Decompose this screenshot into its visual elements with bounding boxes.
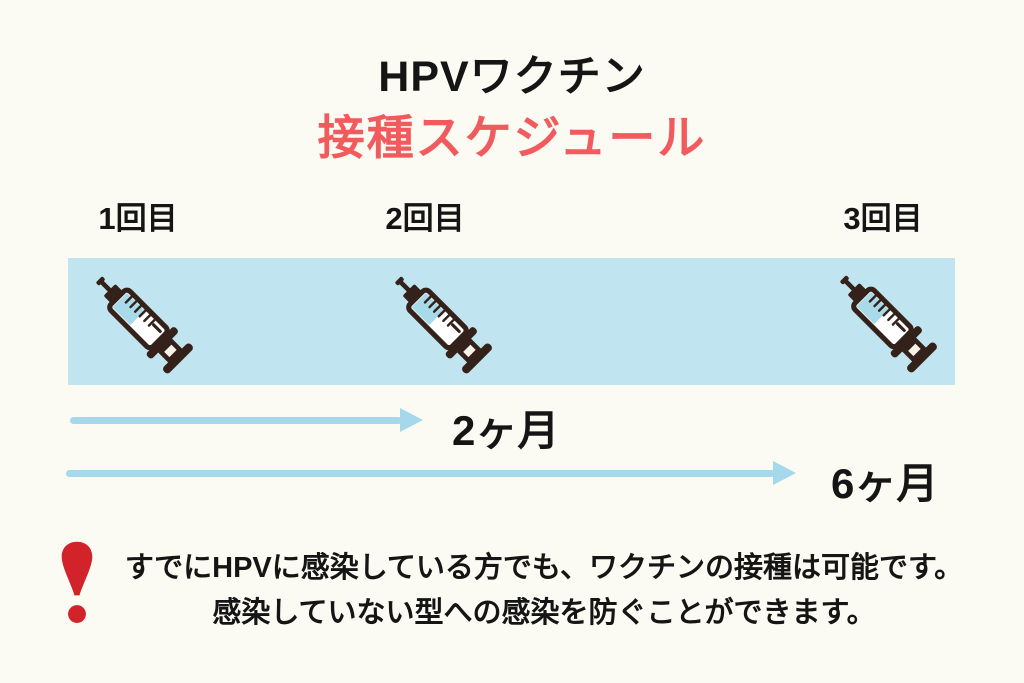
note-line-1: すでにHPVに感染している方でも、ワクチンの接種は可能です。	[124, 552, 964, 584]
duration-label-6months: 6ヶ月	[831, 460, 939, 507]
arrow-head-icon	[400, 408, 423, 432]
dose-label-3: 3回目	[843, 201, 923, 236]
duration-arrow-2months	[70, 417, 402, 424]
page-title: HPVワクチン	[378, 53, 646, 101]
dose-label-2: 2回目	[385, 201, 465, 236]
exclamation-icon	[60, 539, 94, 638]
syringe-icon	[80, 264, 196, 380]
dose-label-1: 1回目	[98, 201, 178, 236]
duration-arrow-6months	[66, 470, 775, 477]
duration-label-2months: 2ヶ月	[452, 407, 560, 454]
timeline-band	[68, 258, 955, 385]
page-subtitle: 接種スケジュール	[317, 111, 707, 164]
syringe-icon	[379, 264, 495, 380]
syringe-icon	[824, 263, 940, 379]
note-line-2: 感染していない型への感染を防ぐことができます。	[212, 597, 876, 629]
arrow-head-icon	[773, 461, 796, 485]
note-text: すでにHPVに感染している方でも、ワクチンの接種は可能です。 感染していない型へ…	[100, 546, 988, 636]
